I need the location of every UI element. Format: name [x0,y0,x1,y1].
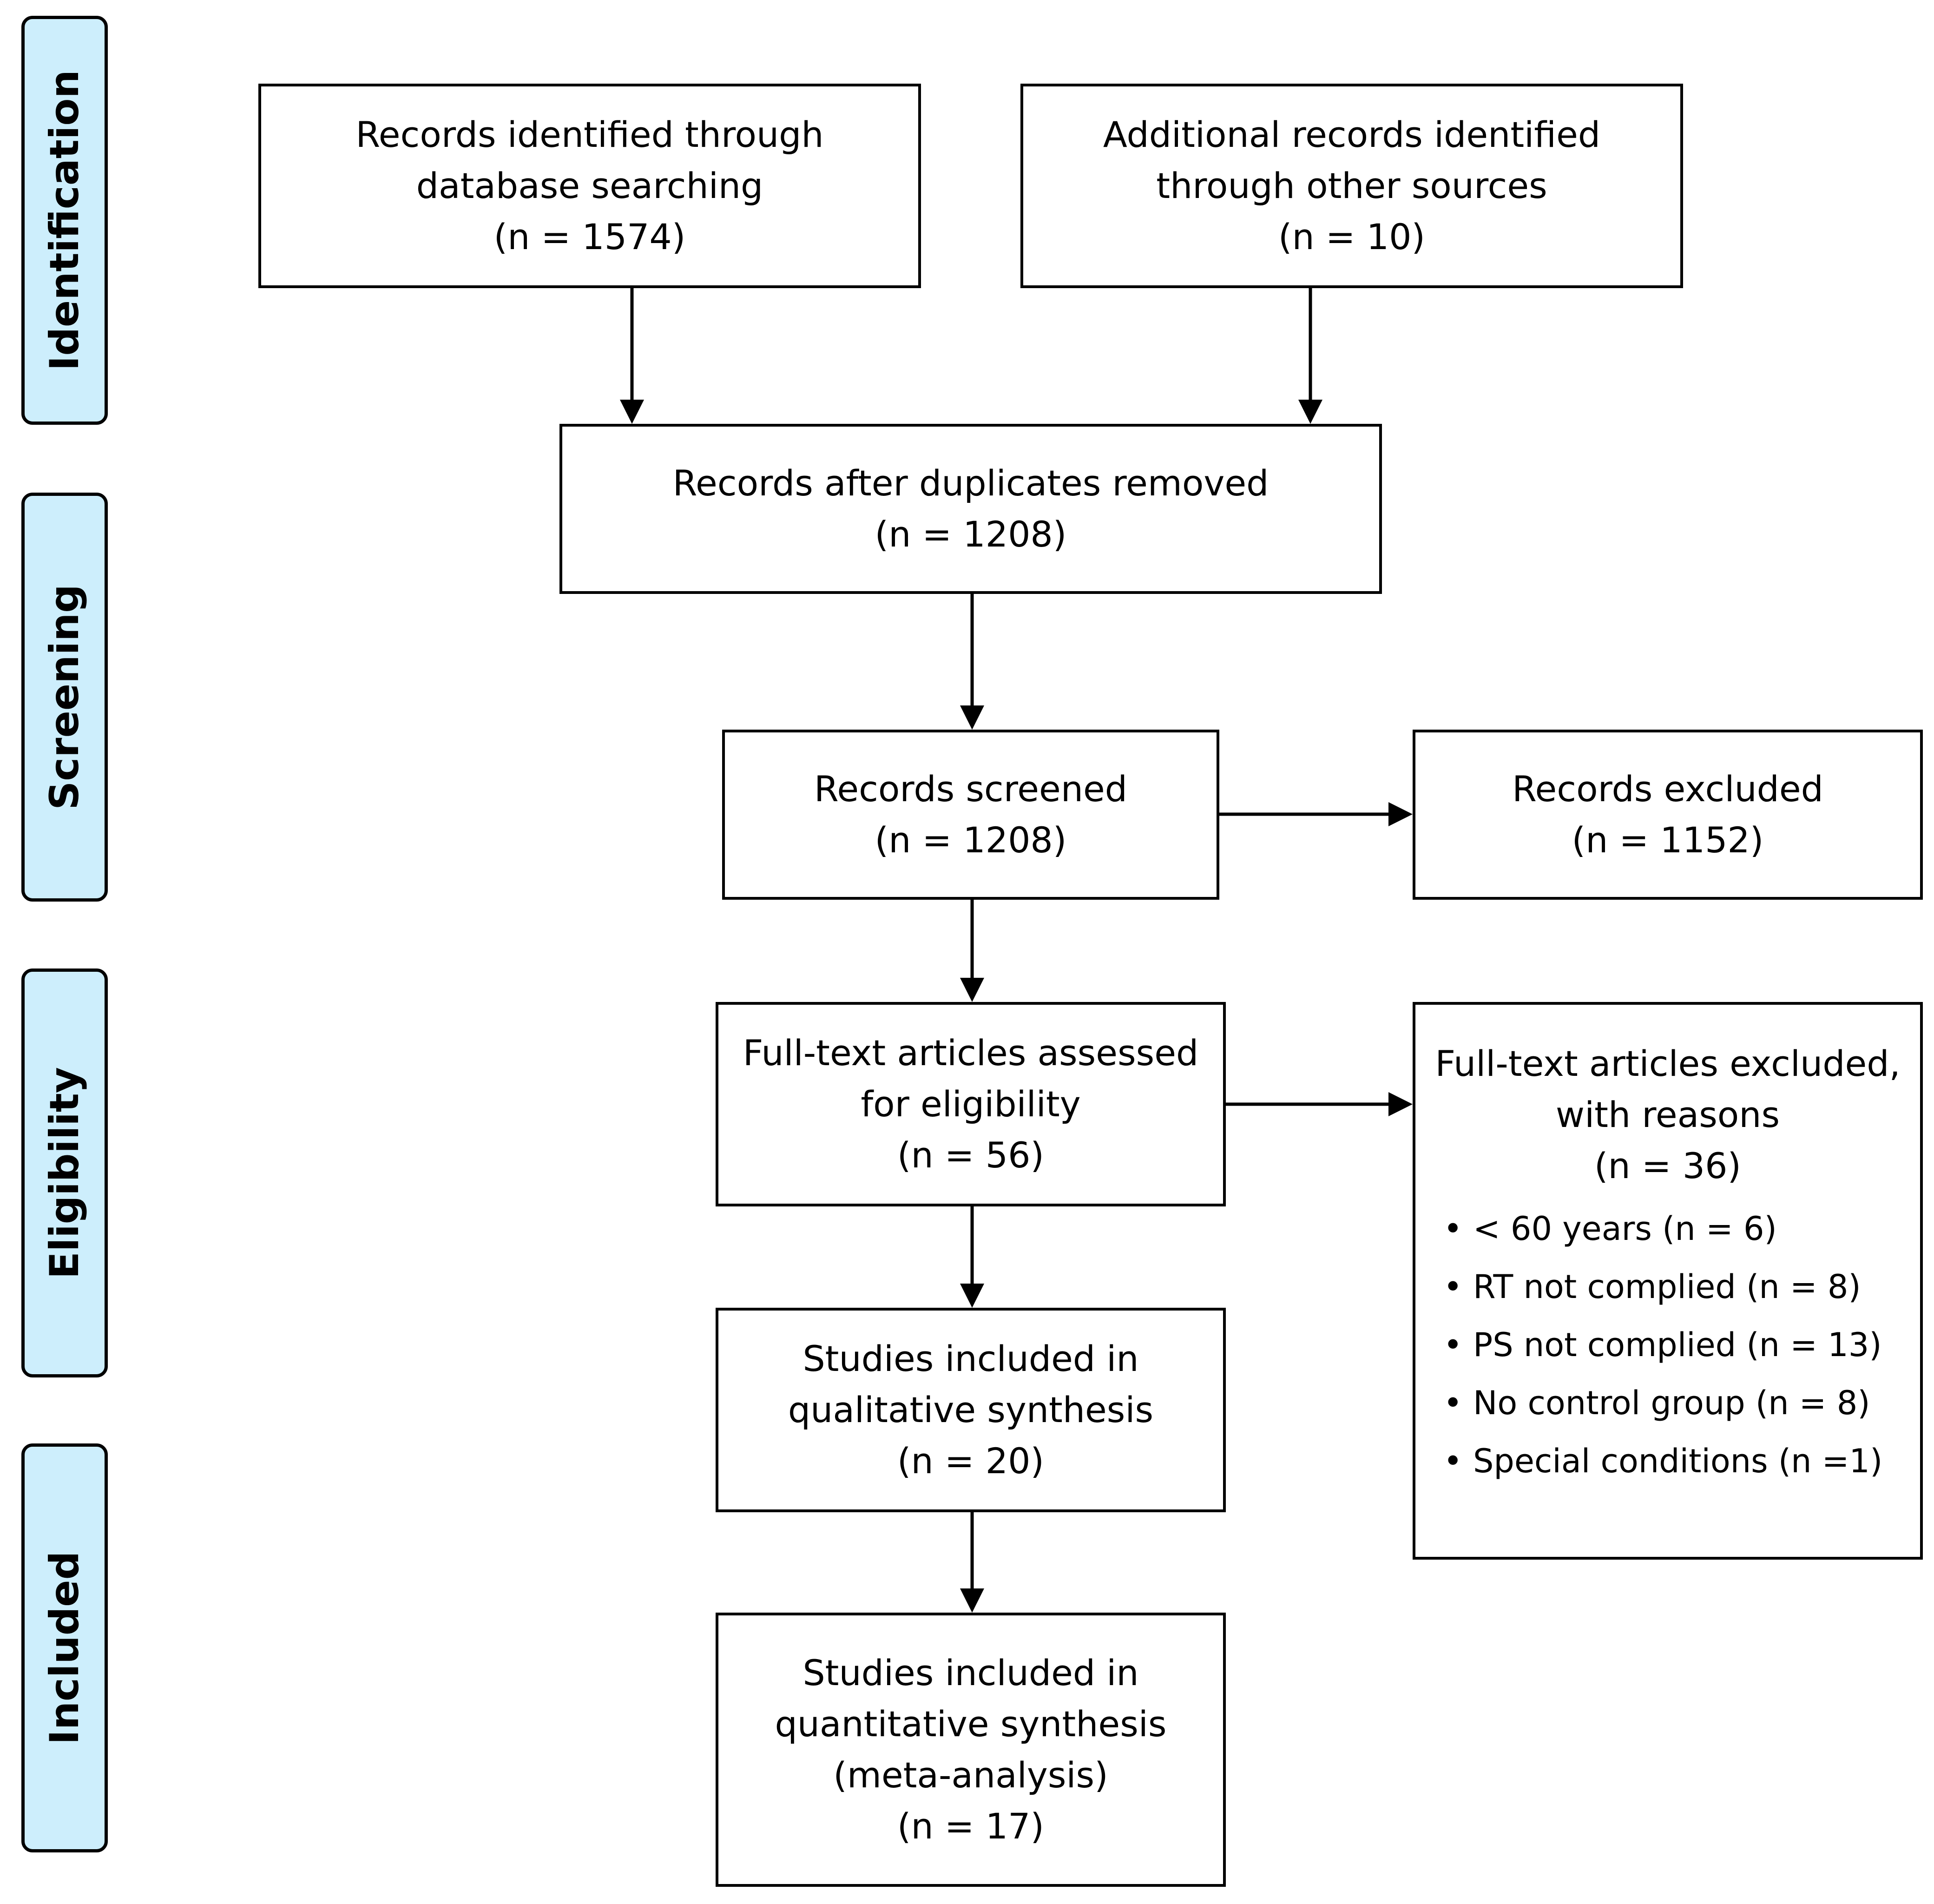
box-records-excluded: Records excluded (n = 1152) [1413,730,1923,900]
exclusion-reason: PS not complied (n = 13) [1443,1316,1920,1374]
box-count: (n = 20) [897,1440,1045,1482]
arrowhead [960,978,984,1002]
box-text: Studies included in [803,1338,1139,1379]
arrowhead [1388,802,1413,826]
stage-identification: Identification [21,16,108,425]
box-duplicates-removed: Records after duplicates removed (n = 12… [559,424,1382,594]
box-count: (n = 10) [1278,216,1426,257]
stage-eligibility: Eligibility [21,968,108,1377]
box-text: qualitative synthesis [788,1389,1154,1430]
exclusion-reason: Special conditions (n =1) [1443,1432,1920,1490]
box-text: (meta-analysis) [833,1754,1108,1796]
box-count: (n = 1574) [493,216,686,257]
arrowhead [960,1284,984,1308]
box-text: with reasons [1555,1094,1780,1135]
box-text: Full-text articles assessed [743,1032,1199,1074]
box-text: Records after duplicates removed [672,462,1269,504]
arrowhead [960,705,984,730]
arrowhead [960,1588,984,1613]
box-count: (n = 1208) [875,819,1067,861]
box-text: Records identified through [355,114,824,155]
box-other-sources: Additional records identified through ot… [1020,84,1683,288]
exclusion-reason: No control group (n = 8) [1443,1374,1920,1432]
stage-included: Included [21,1443,108,1852]
arrowhead [1388,1092,1413,1116]
box-count: (n = 1208) [875,514,1067,555]
box-text: through other sources [1156,165,1547,206]
box-count: (n = 56) [897,1134,1045,1176]
box-records-screened: Records screened (n = 1208) [722,730,1219,900]
box-text: quantitative synthesis [775,1703,1167,1745]
box-fulltext-assessed: Full-text articles assessed for eligibil… [716,1002,1226,1206]
box-text: Additional records identified [1103,114,1601,155]
arrowhead [1298,400,1322,424]
exclusion-reasons-list: < 60 years (n = 6) RT not complied (n = … [1415,1200,1920,1490]
box-count: (n = 36) [1594,1145,1742,1186]
box-count: (n = 1152) [1572,819,1764,861]
exclusion-reason: RT not complied (n = 8) [1443,1258,1920,1316]
box-quantitative-synthesis: Studies included in quantitative synthes… [716,1613,1226,1887]
arrowhead [620,400,644,424]
box-text: database searching [416,165,763,206]
box-qualitative-synthesis: Studies included in qualitative synthesi… [716,1308,1226,1512]
box-fulltext-excluded: Full-text articles excluded, with reason… [1413,1002,1923,1560]
box-text: Full-text articles excluded, [1435,1043,1901,1084]
box-text: for eligibility [861,1083,1081,1125]
exclusion-reason: < 60 years (n = 6) [1443,1200,1920,1258]
box-text: Records excluded [1512,768,1823,810]
stage-screening: Screening [21,493,108,902]
box-database-records: Records identified through database sear… [258,84,921,288]
box-text: Records screened [814,768,1127,810]
box-text: Studies included in [803,1652,1139,1693]
box-count: (n = 17) [897,1805,1045,1847]
